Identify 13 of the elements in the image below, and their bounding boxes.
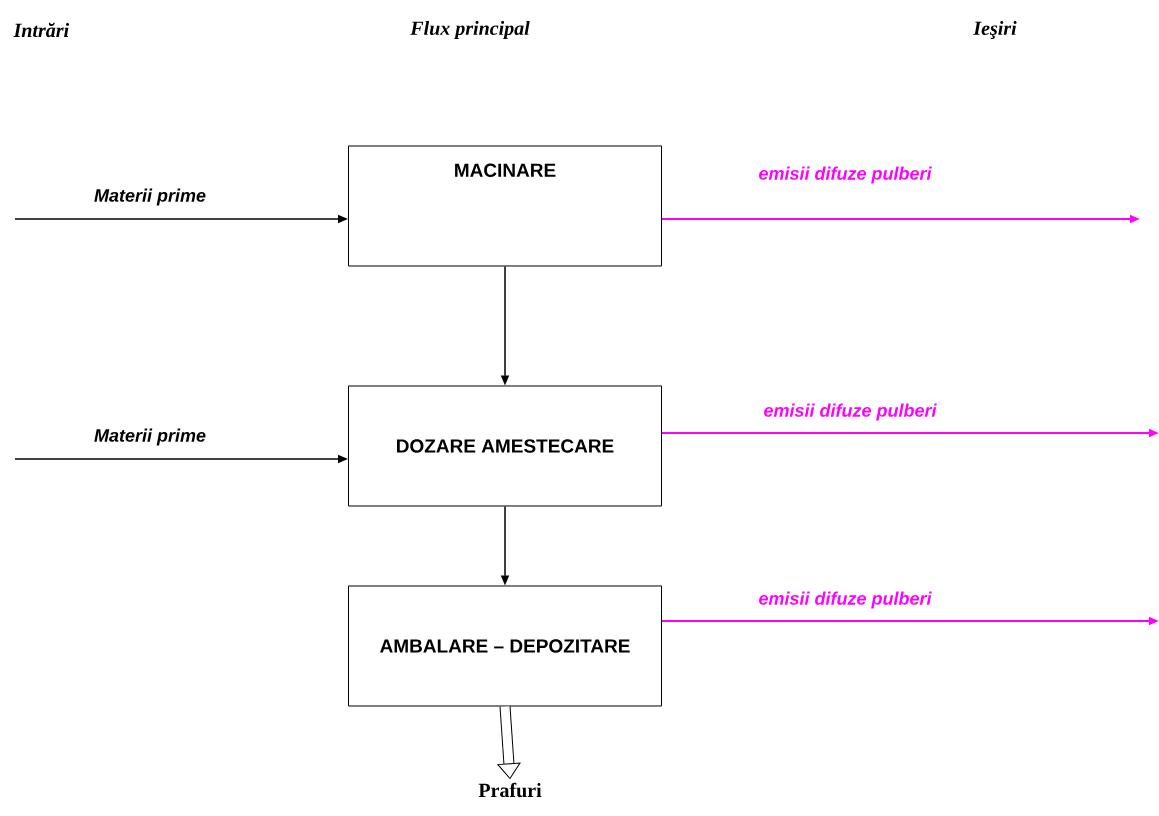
- edge-label: emisii difuze pulberi: [759, 166, 932, 184]
- flow-arrow: [497, 706, 521, 779]
- column-heading: Ieşiri: [973, 20, 1017, 40]
- edge-label: Materii prime: [94, 428, 206, 446]
- edge-label: emisii difuze pulberi: [764, 403, 937, 421]
- output-text: Prafuri: [478, 782, 542, 798]
- process-box: DOZARE AMESTECARE: [348, 385, 662, 507]
- edge-label: Materii prime: [94, 188, 206, 206]
- column-heading: Intrări: [13, 22, 70, 38]
- edge-label: emisii difuze pulberi: [759, 591, 932, 609]
- process-box: AMBALARE – DEPOZITARE: [348, 585, 662, 707]
- process-box: MACINARE: [348, 145, 662, 267]
- column-heading: Flux principal: [410, 20, 530, 40]
